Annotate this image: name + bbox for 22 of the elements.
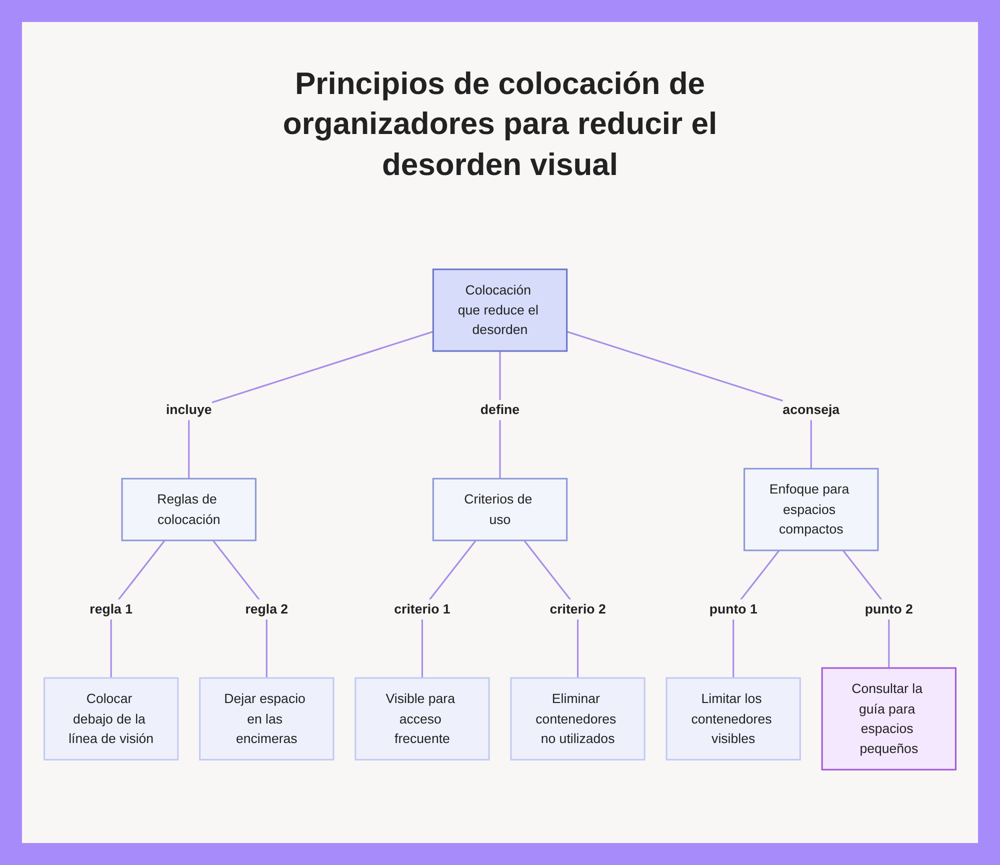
node-box: [666, 677, 801, 760]
edge-label: regla 2: [245, 602, 288, 616]
edge-label: punto 1: [709, 602, 758, 616]
node-box: [121, 478, 256, 542]
card-background: incluye define aconseja regla 1 regla 2 criterio 1 criterio 2 punto 1 punto 2 Colocación que reduce el desorden Reglas de colocación Criterios de uso Enfoque para espacios compactos Colocar debajo de la línea de visión Dejar espacio en las encimeras Visible para acceso frecuente Eliminar contenedores no utilizados Limitar los contenedores visibles Consultar la guía para espacios pequeños Principios de colocación de organizadores para reducir el desorden visual: [22, 22, 978, 843]
edge-label: criterio 1: [394, 602, 450, 616]
node-box: [744, 468, 879, 552]
connector: [188, 330, 434, 479]
title: Principios de colocación de organizadores para reducir el desorden visual: [282, 65, 718, 184]
edge-label: aconseja: [782, 402, 840, 418]
node-box: [432, 478, 568, 542]
node-box: [199, 677, 334, 760]
edge-label: punto 2: [864, 602, 913, 616]
node-box: [354, 677, 490, 760]
node-box: [43, 677, 179, 760]
edge-label: incluye: [166, 402, 212, 418]
edge-label: regla 1: [90, 602, 133, 616]
node-box: [510, 677, 646, 760]
edge-label: criterio 2: [550, 602, 606, 616]
node-box: [821, 667, 957, 770]
node-box: [432, 268, 568, 352]
edge-label: define: [480, 402, 520, 418]
